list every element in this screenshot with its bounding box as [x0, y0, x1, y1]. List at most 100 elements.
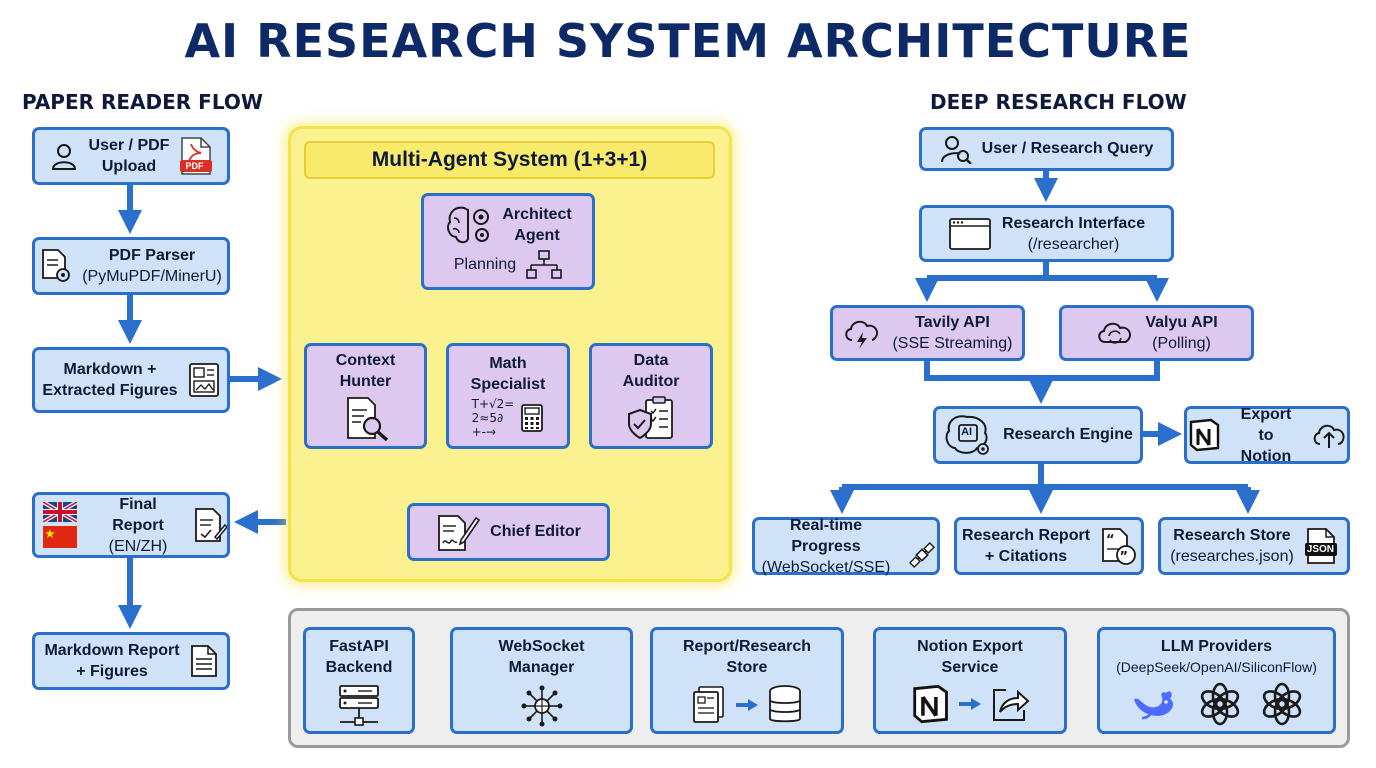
final-report-box[interactable]: Final Report (EN/ZH) — [32, 492, 230, 558]
deepseek-whale-icon — [1130, 685, 1180, 723]
research-report-line-2: + Citations — [984, 548, 1068, 565]
markdown-report-box[interactable]: Markdown Report + Figures — [32, 632, 230, 690]
cloud-upload-icon — [1311, 420, 1347, 450]
research-store-subtitle: (researches.json) — [1170, 548, 1294, 565]
architect-planning-label: Planning — [453, 255, 517, 273]
user-upload-line-2: Upload — [101, 158, 157, 175]
architect-agent-box[interactable]: Architect Agent Planning — [421, 193, 595, 290]
websocket-manager-box[interactable]: WebSocket Manager — [450, 627, 633, 734]
fastapi-backend-box[interactable]: FastAPI Backend — [303, 627, 415, 734]
database-icon — [767, 684, 803, 726]
signature-icon — [436, 512, 481, 552]
llm-providers-subtitle: (DeepSeek/OpenAI/SiliconFlow) — [1116, 659, 1317, 675]
research-report-box[interactable]: Research Report + Citations “” — [954, 517, 1144, 575]
satellite-icon — [907, 540, 937, 570]
multi-agent-title: Multi-Agent System (1+3+1) — [304, 141, 715, 179]
llm-providers-title: LLM Providers — [1160, 638, 1273, 655]
json-file-icon: JSON — [1304, 527, 1338, 565]
notion-export-service-box[interactable]: Notion Export Service — [873, 627, 1067, 734]
markdown-line-1: Markdown + — [63, 361, 157, 378]
report-research-store-box[interactable]: Report/Research Store — [650, 627, 844, 734]
realtime-progress-subtitle: (WebSocket/SSE) — [761, 558, 891, 576]
fastapi-line-1: FastAPI — [329, 638, 389, 655]
user-upload-line-1: User / PDF — [88, 137, 170, 154]
openai-logo-icon — [1198, 682, 1242, 726]
data-auditor-box[interactable]: Data Auditor — [589, 343, 713, 449]
chief-editor-box[interactable]: Chief Editor — [407, 503, 610, 561]
markdown-line-2: Extracted Figures — [42, 382, 178, 399]
research-report-line-1: Research Report — [961, 527, 1091, 544]
quote-document-icon: “” — [1100, 527, 1136, 565]
hierarchy-icon — [526, 249, 562, 280]
page-title: AI RESEARCH SYSTEM ARCHITECTURE — [184, 14, 1192, 68]
valyu-api-title: Valyu API — [1145, 314, 1218, 331]
network-hub-icon — [519, 684, 565, 728]
math-glyph-row-2: 2≈5∂ — [471, 411, 504, 425]
shield-clipboard-icon — [626, 396, 676, 442]
research-engine-label: Research Engine — [1003, 426, 1133, 443]
tavily-api-title: Tavily API — [915, 314, 990, 331]
user-research-query-box[interactable]: User / Research Query — [919, 127, 1174, 171]
arrow-right-icon — [735, 697, 759, 713]
user-pdf-upload-box[interactable]: User / PDF Upload PDF — [32, 127, 230, 185]
svg-text:”: ” — [1120, 550, 1129, 565]
cloud-sync-icon — [1095, 316, 1135, 350]
markdown-report-line-2: + Figures — [76, 663, 148, 680]
realtime-progress-box[interactable]: Real-time Progress (WebSocket/SSE) — [752, 516, 940, 576]
valyu-api-box[interactable]: Valyu API (Polling) — [1059, 305, 1254, 361]
tavily-api-subtitle: (SSE Streaming) — [892, 335, 1013, 352]
notion-logo-icon — [1187, 418, 1221, 452]
data-auditor-line-1: Data — [633, 352, 669, 369]
context-hunter-box[interactable]: Context Hunter — [304, 343, 427, 449]
ai-chip-label: AI — [961, 426, 973, 438]
browser-window-icon — [948, 217, 992, 251]
export-notion-line-1: Export to — [1240, 405, 1292, 444]
notion-service-line-2: Service — [941, 659, 999, 676]
math-specialist-line-1: Math — [489, 355, 527, 372]
pdf-parser-box[interactable]: PDF Parser (PyMuPDF/MinerU) — [32, 237, 230, 295]
report-store-line-2: Store — [726, 659, 768, 676]
notion-service-line-1: Notion Export — [917, 638, 1023, 655]
server-rack-icon — [334, 684, 384, 728]
realtime-progress-title: Real-time Progress — [789, 516, 863, 555]
data-auditor-line-2: Auditor — [622, 373, 680, 390]
tavily-api-box[interactable]: Tavily API (SSE Streaming) — [830, 305, 1025, 361]
llm-providers-box[interactable]: LLM Providers (DeepSeek/OpenAI/SiliconFl… — [1097, 627, 1336, 734]
report-pen-icon — [193, 507, 227, 543]
china-flag-icon — [43, 526, 77, 548]
deep-research-flow-title: DEEP RESEARCH FLOW — [930, 90, 1187, 114]
chief-editor-label: Chief Editor — [490, 523, 581, 540]
pdf-parser-title: PDF Parser — [108, 247, 196, 264]
user-research-query-label: User / Research Query — [981, 140, 1154, 157]
export-notion-box[interactable]: Export to Notion — [1184, 405, 1350, 465]
brain-gears-icon — [444, 204, 494, 246]
math-specialist-line-2: Specialist — [470, 376, 546, 393]
notion-logo-icon — [910, 684, 950, 724]
research-interface-box[interactable]: Research Interface (/researcher) — [919, 205, 1174, 262]
math-specialist-box[interactable]: Math Specialist T+√2= 2≈5∂ +-→ — [446, 343, 570, 449]
research-store-box[interactable]: Research Store (researches.json) JSON — [1158, 517, 1350, 575]
documents-icon — [691, 685, 727, 725]
calculator-icon — [520, 403, 544, 433]
cloud-lightning-icon — [842, 316, 882, 350]
research-engine-box[interactable]: AI Research Engine — [933, 406, 1143, 464]
architect-line-1: Architect — [502, 205, 572, 223]
svg-text:“: “ — [1106, 533, 1115, 548]
context-hunter-line-1: Context — [335, 352, 396, 369]
markdown-file-icon — [190, 644, 218, 678]
final-report-subtitle: (EN/ZH) — [108, 537, 168, 555]
json-badge: JSON — [1306, 544, 1335, 555]
markdown-figures-box[interactable]: Markdown + Extracted Figures — [32, 347, 230, 413]
math-glyph-row-1: T+√2= — [471, 397, 515, 411]
websocket-line-2: Manager — [508, 659, 575, 676]
pdf-parser-subtitle: (PyMuPDF/MinerU) — [82, 268, 222, 285]
report-store-line-1: Report/Research — [682, 638, 812, 655]
research-store-title: Research Store — [1173, 527, 1291, 544]
math-glyph-row-3: +-→ — [471, 425, 497, 439]
arrow-right-icon — [958, 696, 982, 712]
openai-logo-icon — [1260, 682, 1304, 726]
uk-flag-icon — [43, 502, 77, 522]
context-hunter-line-2: Hunter — [339, 373, 392, 390]
final-report-title: Final Report — [112, 495, 164, 534]
pdf-badge: PDF — [185, 161, 204, 171]
